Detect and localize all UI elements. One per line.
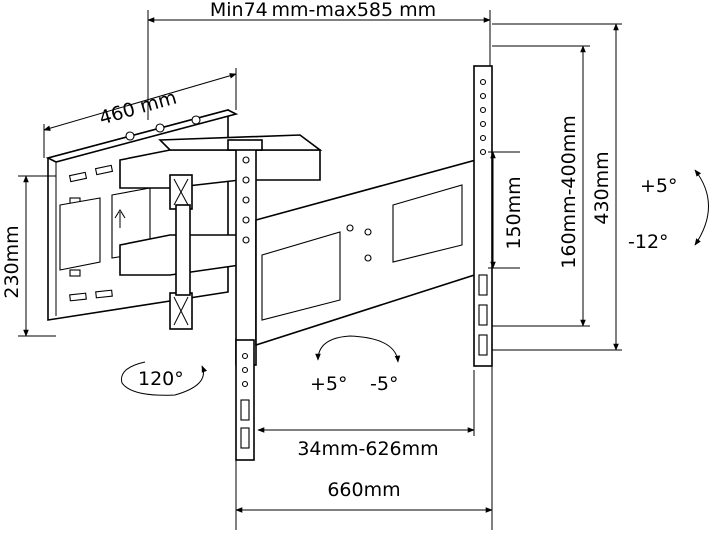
tv-plate bbox=[235, 65, 493, 461]
wall-plate-height-label: 230mm bbox=[1, 225, 23, 298]
wall-plate-width-label: 460 mm bbox=[97, 86, 179, 129]
swivel-minus-label: -5° bbox=[370, 373, 398, 395]
vertical-range-label: 160mm-400mm bbox=[558, 115, 580, 268]
tilt-up-label: +5° bbox=[640, 175, 678, 197]
tv-plate-width-label: 660mm bbox=[327, 479, 400, 501]
vertical-150-label: 150mm bbox=[503, 176, 525, 249]
horizontal-range-label: 34mm-626mm bbox=[297, 438, 438, 460]
swivel-plus-label: +5° bbox=[310, 373, 348, 395]
motion-arrows bbox=[120, 169, 709, 396]
arm-extension-label: Min74 mm-max585 mm bbox=[210, 0, 436, 21]
tilt-down-label: -12° bbox=[628, 231, 669, 253]
rotation-label: 120° bbox=[138, 368, 184, 390]
dimension-lines bbox=[18, 10, 622, 530]
tv-plate-height-label: 430mm bbox=[591, 151, 613, 224]
